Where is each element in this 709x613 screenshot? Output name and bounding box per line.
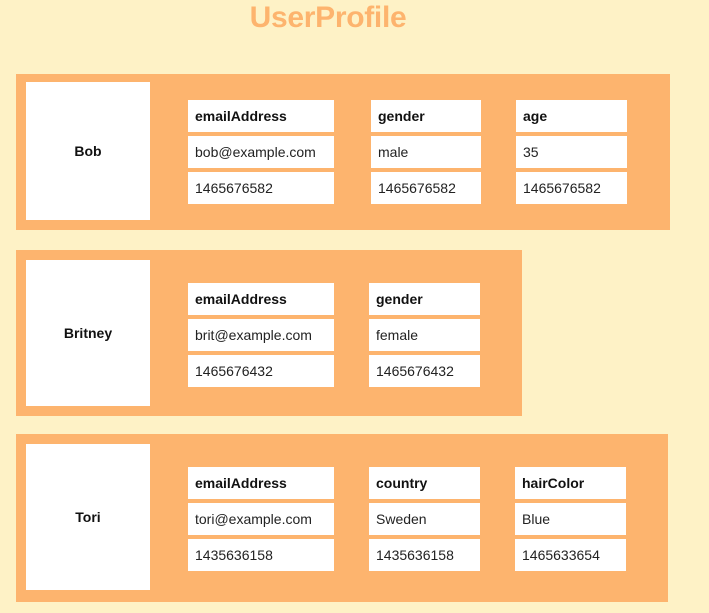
column-timestamp: 1465633654 [515, 539, 626, 571]
column-value: male [371, 136, 481, 168]
column-name: emailAddress [188, 100, 334, 132]
column-name: gender [371, 100, 481, 132]
row-tori: Tori emailAddress tori@example.com 14356… [16, 434, 668, 602]
column-value: 35 [516, 136, 627, 168]
column-timestamp: 1465676432 [369, 355, 480, 387]
column-timestamp: 1435636158 [188, 539, 334, 571]
column-value: female [369, 319, 480, 351]
column-gender: gender male 1465676582 [371, 100, 481, 208]
column-name: age [516, 100, 627, 132]
row-key: Tori [26, 444, 150, 590]
column-timestamp: 1465676582 [188, 172, 334, 204]
column-timestamp: 1465676582 [371, 172, 481, 204]
column-value: tori@example.com [188, 503, 334, 535]
column-age: age 35 1465676582 [516, 100, 627, 208]
column-name: emailAddress [188, 467, 334, 499]
diagram-title: UserProfile [249, 1, 407, 34]
column-value: Sweden [369, 503, 480, 535]
column-email-address: emailAddress tori@example.com 1435636158 [188, 467, 334, 575]
column-timestamp: 1435636158 [369, 539, 480, 571]
column-country: country Sweden 1435636158 [369, 467, 480, 575]
column-name: country [369, 467, 480, 499]
row-bob: Bob emailAddress bob@example.com 1465676… [16, 74, 670, 230]
column-value: Blue [515, 503, 626, 535]
row-key: Britney [26, 260, 150, 406]
column-name: gender [369, 283, 480, 315]
row-britney: Britney emailAddress brit@example.com 14… [16, 250, 522, 416]
column-timestamp: 1465676582 [516, 172, 627, 204]
row-key: Bob [26, 82, 150, 220]
column-email-address: emailAddress brit@example.com 1465676432 [188, 283, 334, 391]
column-email-address: emailAddress bob@example.com 1465676582 [188, 100, 334, 208]
column-hair-color: hairColor Blue 1465633654 [515, 467, 626, 575]
column-gender: gender female 1465676432 [369, 283, 480, 391]
column-timestamp: 1465676432 [188, 355, 334, 387]
column-name: hairColor [515, 467, 626, 499]
column-value: brit@example.com [188, 319, 334, 351]
column-name: emailAddress [188, 283, 334, 315]
column-value: bob@example.com [188, 136, 334, 168]
